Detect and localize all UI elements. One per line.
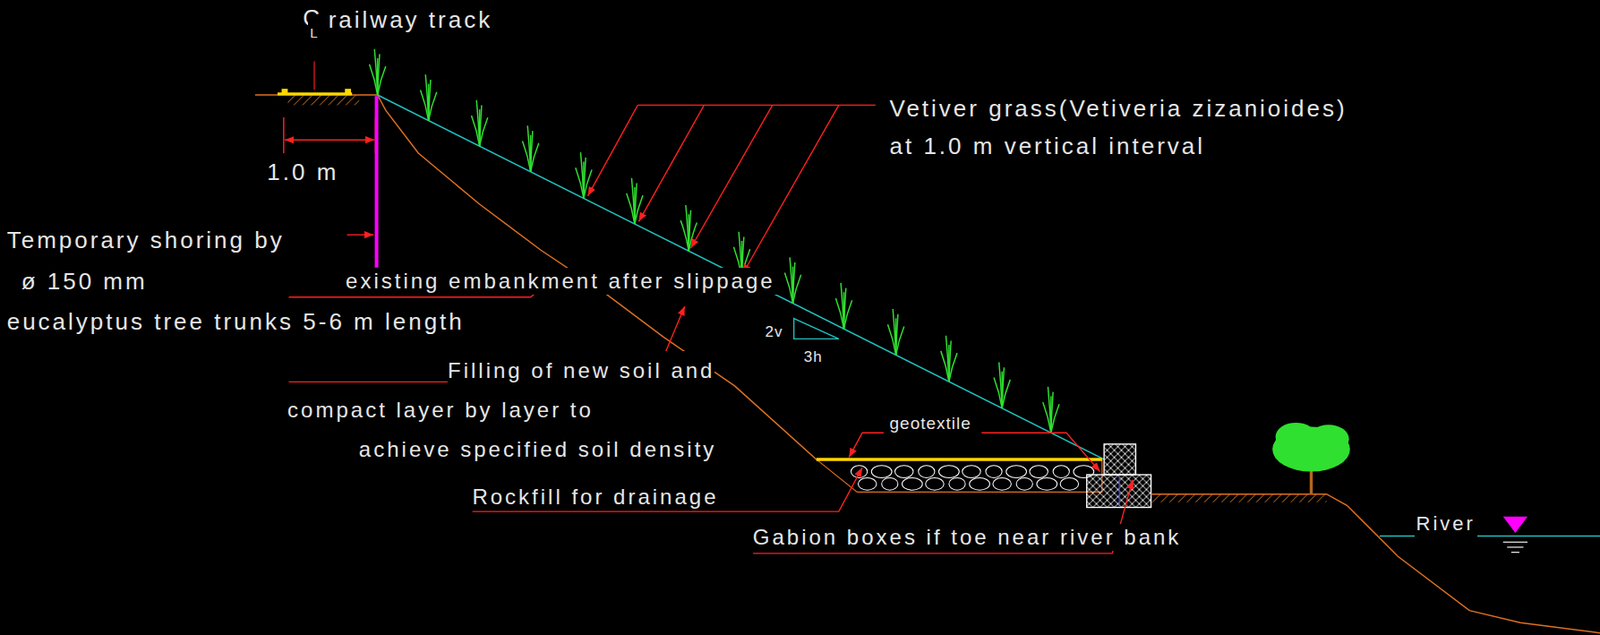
callout-label: railway track [326,6,495,34]
callout-label: existing embankment after slippage [343,267,778,295]
text-line: achieve specified soil density [359,429,718,470]
water-level-symbol [1503,516,1528,553]
text-line: at 1.0 m vertical interval [889,127,1207,165]
railway-track [255,60,378,105]
shoring-post [375,95,379,267]
callout-label: geotextile [888,410,974,437]
geotextile-layer [816,457,1103,461]
text-line: compact layer by layer to [287,390,594,430]
callout-label: Rockfill for drainage [470,483,720,511]
slope-ratio-triangle [794,318,839,340]
ground-hatch [1151,494,1327,503]
text-line: eucalyptus tree trunks 5-6 m length [7,301,465,343]
callout-label: Filling of new soil and compact layer by… [285,350,719,470]
river-bank-line [1151,494,1600,634]
gabion-boxes [1086,444,1152,508]
dimension-label: 3h [802,343,825,371]
tree [1272,422,1351,495]
callout-label: Gabion boxes if toe near river bank [751,523,1184,551]
callout-label: Vetiver grass(Vetiveria zizanioides) at … [888,89,1350,165]
rockfill-stones [850,465,1094,490]
callout-label: River [1414,510,1478,538]
text-line: Vetiver grass(Vetiveria zizanioides) [889,89,1348,128]
water-level [1379,535,1600,537]
dimension-label: 2v [762,318,785,346]
centerline-symbol: L [308,19,320,47]
text-line: Filling of new soil and [447,350,715,391]
text-line: ø 150 mm [21,261,148,303]
dimension-label: 1.0 m [265,158,341,186]
dimension-line [283,117,377,154]
rockfill [816,459,1103,492]
text-line: Temporary shoring by [7,220,285,262]
